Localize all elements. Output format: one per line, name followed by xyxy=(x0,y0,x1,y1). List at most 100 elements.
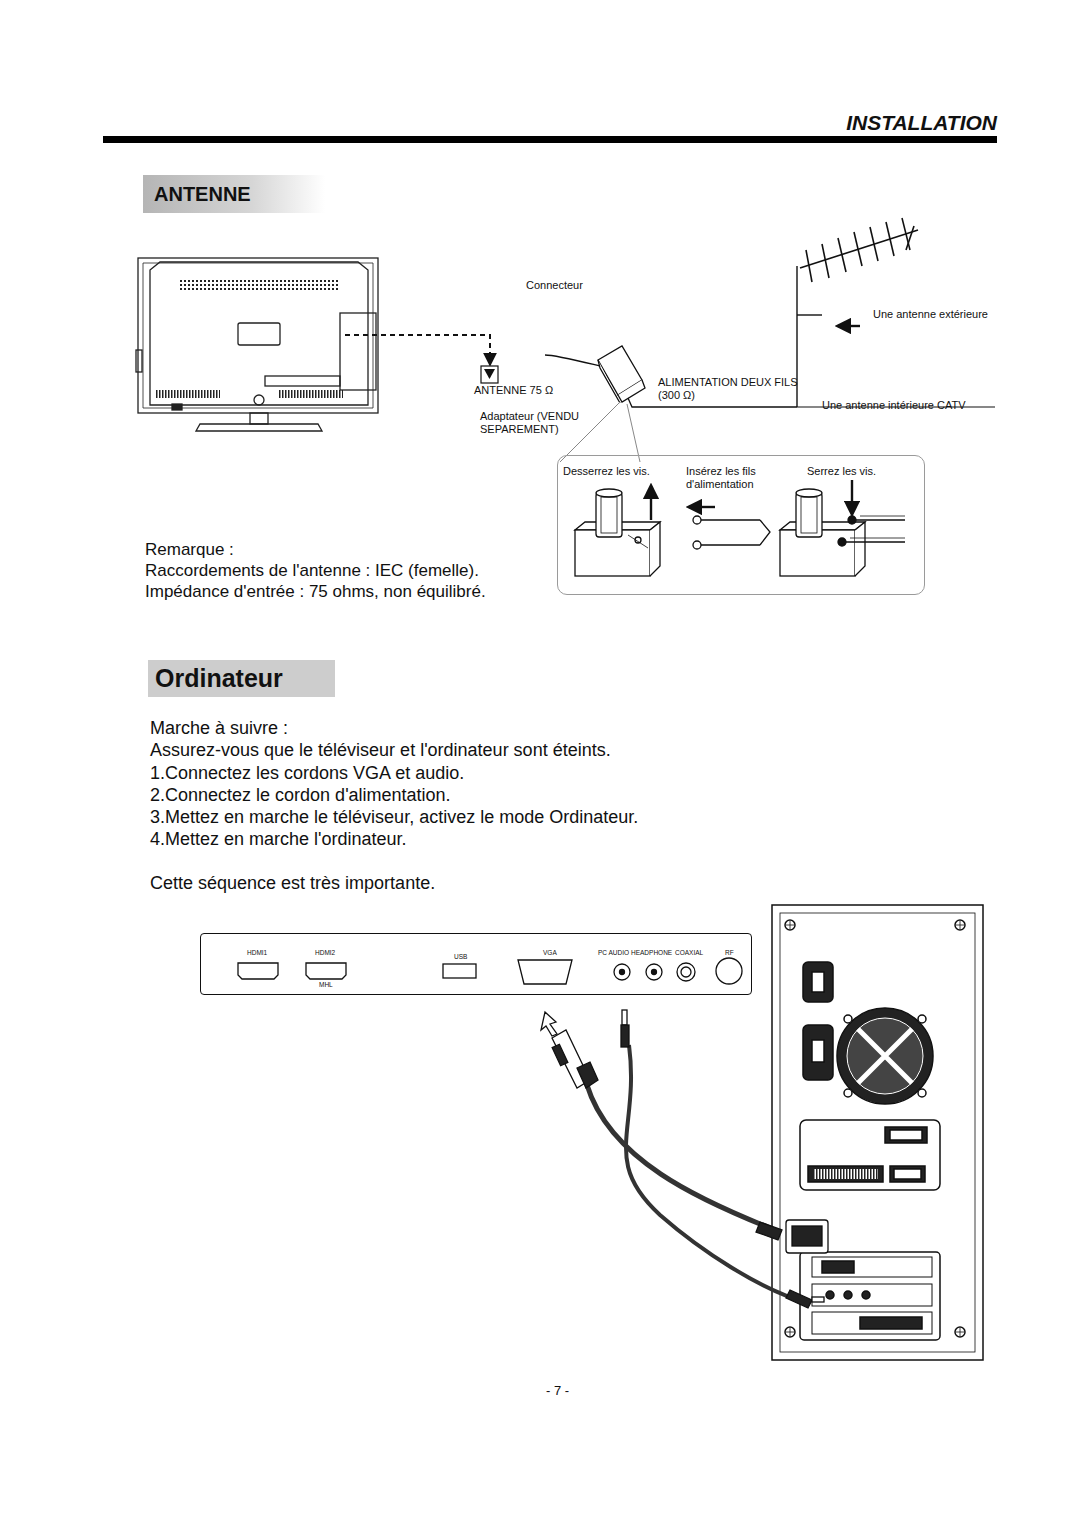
node-text: RF xyxy=(725,949,734,956)
node-text: HDMI2 xyxy=(315,949,335,956)
adapter-part xyxy=(627,404,640,462)
zoom-box: Desserrez les vis.Insérez les fils d'ali… xyxy=(557,455,925,595)
vga-audio-cables-part-part xyxy=(622,1010,627,1025)
node-text: Desserrez les vis. xyxy=(563,465,673,478)
section-band: Ordinateur xyxy=(148,660,335,697)
vga-audio-cables-part xyxy=(541,1010,828,1308)
computer-tower-part xyxy=(780,913,975,1352)
connector-panel: HDMI1HDMI2MHLUSBVGAPC AUDIOHEADPHONECOAX… xyxy=(200,933,752,995)
page-number: - 7 - xyxy=(546,1383,569,1399)
computer-tower-part xyxy=(800,1120,940,1190)
tv-back-view-part xyxy=(278,390,343,398)
terminal-steps-part xyxy=(796,489,822,497)
antenna-cable xyxy=(345,335,498,383)
computer-tower-part xyxy=(858,1029,912,1083)
antenna-cable-part xyxy=(484,369,495,379)
computer-tower-part xyxy=(772,905,983,1360)
node-text: COAXIAL xyxy=(675,949,703,956)
computer-tower-part xyxy=(862,1291,870,1299)
computer-tower-part xyxy=(812,972,824,992)
outdoor-antenna-part xyxy=(822,244,829,278)
tv-back-view-part xyxy=(254,395,264,405)
computer-tower-part xyxy=(822,1261,854,1273)
title-rule xyxy=(103,136,997,143)
terminal-steps-part xyxy=(650,522,660,576)
tv-back-view-part xyxy=(265,376,340,386)
adapter xyxy=(545,346,797,462)
tv-back-view-part xyxy=(150,262,368,405)
instruction-text: 3.Mettez en marche le téléviseur, active… xyxy=(150,807,638,829)
node-text: MHL xyxy=(319,981,333,988)
computer-tower-part xyxy=(812,1284,932,1306)
part-label: Une antenne extérieure xyxy=(873,308,988,321)
terminal-steps-part xyxy=(596,489,622,497)
adapter-part xyxy=(628,398,797,407)
section-heading: Ordinateur xyxy=(148,660,335,697)
tv-back-view-part xyxy=(172,404,182,410)
terminal-steps-part xyxy=(628,535,648,548)
computer-tower-part xyxy=(844,1291,852,1299)
tv-connector-panel-part xyxy=(238,963,278,979)
terminal-steps-part xyxy=(848,516,856,524)
vga-audio-cables-part-part xyxy=(792,1226,822,1246)
outdoor-antenna-part xyxy=(854,232,862,266)
part-label: ALIMENTATION DEUX FILS (300 Ω) xyxy=(658,376,798,402)
tv-connector-panel-part xyxy=(652,970,657,975)
vga-audio-cables-part xyxy=(626,1045,808,1303)
computer-tower-part xyxy=(812,1312,932,1334)
vga-audio-cables-part xyxy=(587,1085,770,1228)
computer-tower-part xyxy=(808,1166,883,1182)
terminal-steps-part xyxy=(689,506,715,508)
terminal-steps-part xyxy=(601,497,617,533)
section-heading: ANTENNE xyxy=(143,175,325,213)
tv-connector-panel-part xyxy=(620,970,625,975)
computer-tower-part xyxy=(800,1252,940,1340)
tv-connector-panel-part xyxy=(518,960,572,984)
tv-back-view xyxy=(136,258,378,431)
terminal-steps xyxy=(575,480,905,576)
terminal-steps-part xyxy=(838,538,846,546)
instruction-text: 1.Connectez les cordons VGA et audio. xyxy=(150,763,464,785)
computer-tower-part xyxy=(918,1015,926,1023)
outdoor-antenna-part xyxy=(800,230,918,268)
adapter-part xyxy=(598,360,620,403)
node-text: Serrez les vis. xyxy=(807,465,917,478)
outdoor-antenna-part xyxy=(870,227,878,261)
part-label: Connecteur xyxy=(526,279,583,292)
computer-tower-part xyxy=(785,1327,795,1337)
tv-connector-panel-part xyxy=(443,964,476,978)
computer-tower-part xyxy=(844,1015,852,1023)
antenna-cable-part xyxy=(345,335,490,364)
computer-tower-part xyxy=(813,1169,878,1179)
note-text: Raccordements de l'antenne : IEC (femell… xyxy=(145,561,479,581)
vga-audio-cables-part-part xyxy=(621,1025,629,1047)
computer-tower-part xyxy=(826,1291,834,1299)
part-label: Une antenne intérieure CATV xyxy=(822,399,966,412)
terminal-steps-part xyxy=(596,493,622,537)
tv-back-view-part xyxy=(250,413,268,424)
node-text: HDMI1 xyxy=(247,949,267,956)
page-title: INSTALLATION xyxy=(846,110,997,135)
computer-tower-part xyxy=(786,1328,794,1336)
computer-tower-part xyxy=(812,1040,824,1062)
note-text: Remarque : xyxy=(145,540,234,560)
outdoor-antenna xyxy=(797,218,995,407)
outdoor-antenna-part xyxy=(806,250,812,282)
outdoor-antenna-part xyxy=(886,222,894,256)
antenna-cable-part xyxy=(481,366,498,383)
computer-tower-part xyxy=(894,1169,921,1179)
vga-audio-cables-part-part xyxy=(786,1290,812,1308)
outdoor-antenna-part xyxy=(797,314,822,315)
instruction-text: Assurez-vous que le téléviseur et l'ordi… xyxy=(150,740,611,762)
tv-back-view-part xyxy=(138,258,378,413)
computer-tower-part xyxy=(844,1089,852,1097)
vga-audio-cables-part-part xyxy=(812,1297,824,1302)
terminal-steps-part xyxy=(697,520,770,545)
terminal-steps-part xyxy=(796,493,822,537)
tv-back-view-part xyxy=(155,390,220,398)
computer-tower-part xyxy=(885,1127,927,1143)
computer-tower-part xyxy=(860,1317,922,1329)
instruction-text: Marche à suivre : xyxy=(150,718,288,740)
computer-tower xyxy=(772,905,983,1360)
